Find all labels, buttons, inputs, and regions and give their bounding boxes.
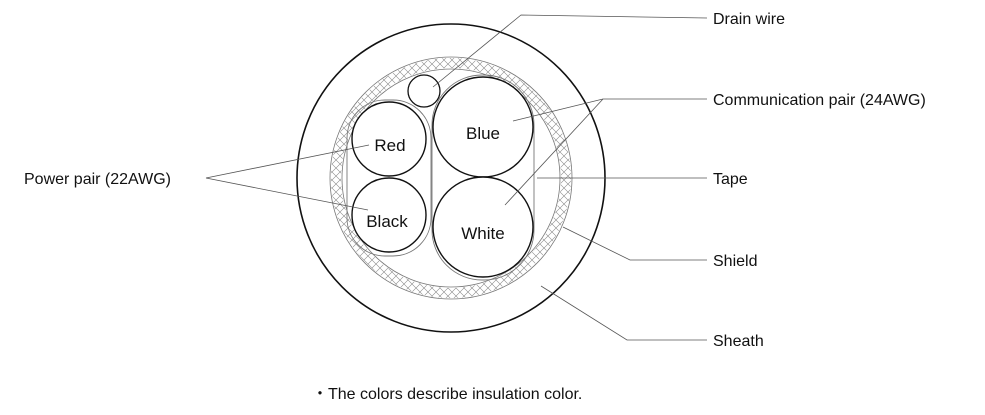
shield-label: Shield [713, 253, 757, 270]
white-label: White [461, 224, 504, 243]
black-label: Black [366, 212, 408, 231]
tape-power-pair [346, 99, 432, 257]
power-pair-leader-black [205, 177, 369, 211]
footnote: ・The colors describe insulation color. [312, 386, 582, 403]
power-pair-label: Power pair (22AWG) [24, 171, 171, 188]
power-pair-leader-red [205, 144, 370, 179]
communication-pair-label: Communication pair (24AWG) [713, 92, 926, 109]
drain-wire-leader [432, 14, 708, 88]
black-conductor [351, 177, 427, 253]
sheath-label: Sheath [713, 333, 764, 350]
tape-communication-pair [431, 74, 535, 281]
sheath-leader [540, 285, 707, 341]
red-conductor [351, 101, 427, 177]
shield-leader [562, 226, 707, 261]
drain-wire-label: Drain wire [713, 11, 785, 28]
communication-pair-leader-white [504, 98, 604, 206]
blue-label: Blue [466, 124, 500, 143]
tape-label: Tape [713, 171, 748, 188]
red-label: Red [374, 136, 405, 155]
drain-wire-circle [407, 74, 441, 108]
